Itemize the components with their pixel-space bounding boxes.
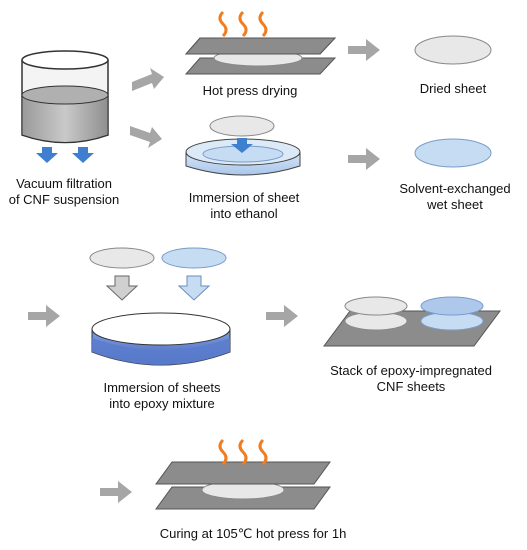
arrow-to-dried-sheet [348,39,380,61]
label-solvent-exchanged: Solvent-exchanged wet sheet [392,181,518,213]
label-solvent-line2: wet sheet [427,197,483,212]
label-vacuum-line2: of CNF suspension [8,192,120,207]
arrow-to-hot-press [132,68,164,91]
label-immersion-epoxy: Immersion of sheets into epoxy mixture [92,380,232,412]
arrow-to-stack [266,305,298,327]
label-hot-press-drying: Hot press drying [202,83,298,98]
label-immersion-ethanol: Immersion of sheet into ethanol [176,190,312,222]
wet-sheet-shape [414,138,492,168]
filtration-down-arrows [36,147,94,163]
arrow-to-ethanol [130,126,162,148]
stack-illustration [323,296,501,347]
label-stack-line1: Stack of epoxy-impregnated [330,363,492,378]
epoxy-dish-illustration [89,247,231,366]
label-curing: Curing at 105℃ hot press for 1h [159,526,347,541]
ethanol-dish-illustration [185,115,301,176]
label-dried-sheet: Dried sheet [419,81,487,96]
label-stack-line2: CNF sheets [376,379,446,394]
label-solvent-line1: Solvent-exchanged [399,181,511,196]
label-immersion-epoxy-line1: Immersion of sheets [103,380,221,395]
arrow-to-epoxy [28,305,60,327]
hot-press-drying-illustration [184,10,337,75]
arrow-to-wet-sheet [348,148,380,170]
arrow-to-curing [100,481,132,503]
filtration-beaker [21,50,109,144]
label-immersion-epoxy-line2: into epoxy mixture [109,396,215,411]
label-vacuum-filtration: Vacuum filtration of CNF suspension [8,176,120,208]
label-immersion-ethanol-line1: Immersion of sheet [188,190,300,205]
label-vacuum-line1: Vacuum filtration [16,176,112,191]
dried-sheet-shape [414,35,492,65]
curing-press-illustration [155,438,331,510]
label-stack: Stack of epoxy-impregnated CNF sheets [322,363,500,395]
label-immersion-ethanol-line2: into ethanol [210,206,278,221]
